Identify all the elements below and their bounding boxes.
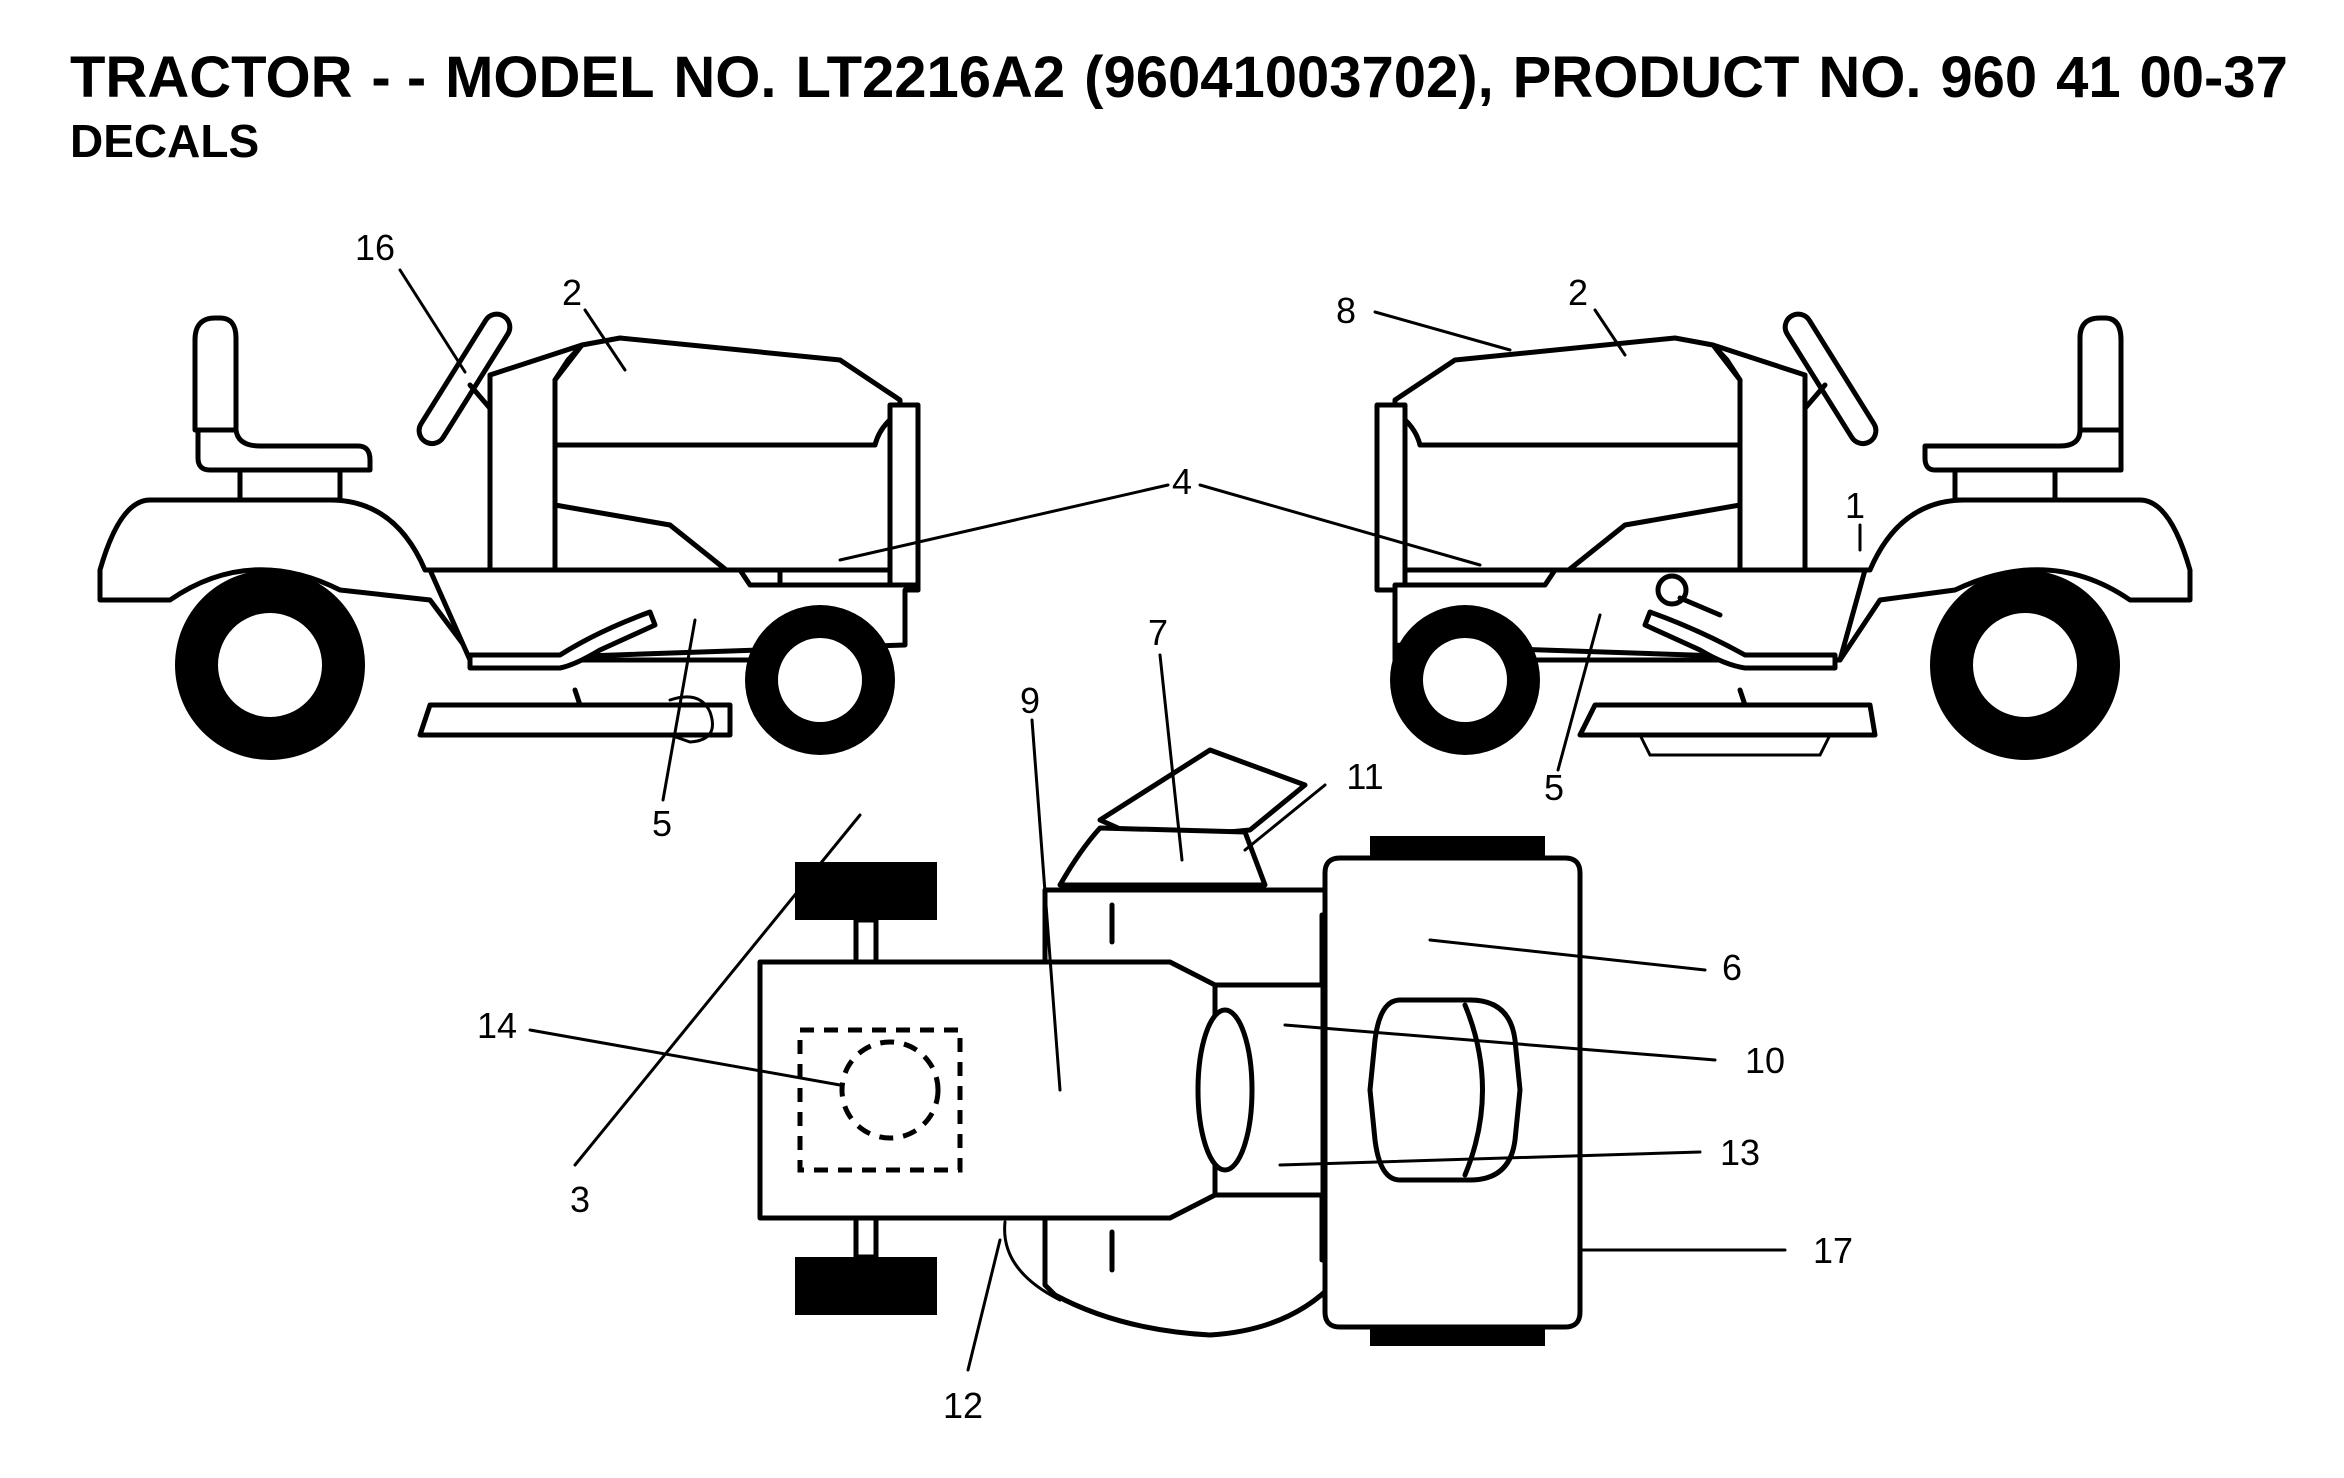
grille bbox=[887, 402, 921, 593]
callout-5: 5 bbox=[1544, 767, 1564, 808]
foot-rest bbox=[1642, 609, 1838, 671]
title-word: 00-37 bbox=[2139, 45, 2288, 110]
callout-1: 1 bbox=[1845, 485, 1865, 526]
title-word: TRACTOR bbox=[70, 45, 353, 110]
page-title: TRACTOR - - MODEL NO. LT2216A2 (96041003… bbox=[70, 44, 2288, 111]
steering-wheel bbox=[416, 311, 513, 447]
deck-hanger bbox=[572, 687, 583, 708]
hood bbox=[552, 335, 903, 573]
engine-pulley bbox=[839, 1039, 941, 1141]
front-left-tire bbox=[795, 862, 937, 920]
seat-post bbox=[1952, 467, 2058, 503]
callout-13: 13 bbox=[1720, 1132, 1760, 1173]
lift-lever bbox=[1677, 595, 1723, 618]
grille bbox=[1374, 402, 1408, 593]
callout-8: 8 bbox=[1336, 290, 1356, 331]
deck-skirt bbox=[1638, 733, 1832, 757]
steering-wheel bbox=[1195, 1007, 1255, 1173]
callout-7: 7 bbox=[1148, 612, 1168, 653]
seat-post bbox=[237, 467, 343, 503]
title-word: NO. bbox=[1818, 45, 1922, 110]
front-right-tire bbox=[795, 1257, 937, 1315]
mower-deck bbox=[1577, 702, 1878, 738]
page-subtitle: DECALS bbox=[70, 115, 260, 167]
callout-17: 17 bbox=[1813, 1230, 1853, 1271]
front-axle-bottom bbox=[853, 1212, 879, 1260]
title-word: 960 bbox=[1940, 45, 2038, 110]
title-word: 41 bbox=[2056, 45, 2121, 110]
title-word: NO. bbox=[673, 45, 777, 110]
leader-lines bbox=[398, 268, 1862, 1372]
seat bbox=[1367, 997, 1523, 1183]
callout-2: 2 bbox=[562, 272, 582, 313]
seat-cushion bbox=[1922, 427, 2124, 473]
callout-4: 4 bbox=[1172, 461, 1192, 502]
seat-curve bbox=[1462, 1002, 1485, 1178]
title-word: LT2216A2 bbox=[795, 45, 1066, 110]
foot-rest bbox=[467, 609, 658, 671]
callouts: 1 2 2 3 4 5 5 6 7 8 9 10 11 12 13 14 16 … bbox=[355, 227, 1865, 1426]
callout-14: 14 bbox=[477, 1005, 517, 1046]
callout-6: 6 bbox=[1722, 947, 1742, 988]
engine-outline bbox=[797, 1027, 963, 1173]
tractor-right-side-view bbox=[1374, 311, 2193, 760]
callout-12: 12 bbox=[943, 1385, 983, 1426]
callout-5: 5 bbox=[652, 803, 672, 844]
callout-10: 10 bbox=[1745, 1040, 1785, 1081]
deck-curve bbox=[1003, 1220, 1062, 1302]
title-word: PRODUCT bbox=[1512, 45, 1800, 110]
title-word: (96041003702), bbox=[1084, 45, 1494, 110]
callout-11: 11 bbox=[1346, 756, 1383, 797]
title-word: - - bbox=[371, 45, 427, 110]
chute-deflector bbox=[1057, 825, 1268, 888]
title-word: MODEL bbox=[445, 45, 655, 110]
seat-back bbox=[192, 315, 239, 433]
callout-16: 16 bbox=[355, 227, 395, 268]
side-panel-line bbox=[1547, 502, 1743, 588]
mower-deck bbox=[417, 702, 733, 738]
side-panel-line bbox=[552, 502, 748, 588]
seat-cushion bbox=[195, 427, 373, 473]
steering-wheel bbox=[1782, 311, 1879, 447]
tractor-top-view bbox=[757, 747, 1583, 1346]
deck-hanger bbox=[1737, 687, 1748, 708]
front-axle-top bbox=[853, 917, 879, 965]
tractor-left-side-view bbox=[97, 311, 921, 760]
callout-2: 2 bbox=[1568, 272, 1588, 313]
hood bbox=[1392, 335, 1743, 573]
hood-top bbox=[757, 959, 1218, 1221]
callout-3: 3 bbox=[570, 1179, 590, 1220]
deck-hose bbox=[668, 695, 714, 744]
callout-9: 9 bbox=[1020, 680, 1040, 721]
